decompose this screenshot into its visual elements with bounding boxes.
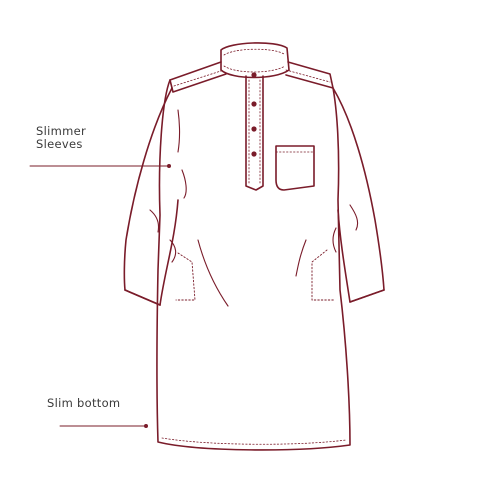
sleeve-leader-dot	[167, 164, 171, 168]
hem-stitch	[162, 438, 346, 444]
body-outline	[157, 80, 350, 450]
annotation-bottom-text: Slim bottom	[47, 397, 120, 410]
chest-pocket	[276, 146, 314, 190]
button-2	[251, 126, 256, 131]
left-sleeve	[124, 88, 178, 305]
leader-lines	[30, 166, 169, 426]
placket	[246, 76, 263, 190]
left-side-pocket	[176, 253, 195, 300]
buttons	[251, 72, 256, 156]
right-cuff	[350, 290, 384, 302]
bottom-leader-dot	[144, 424, 148, 428]
left-shoulder-yoke	[170, 62, 226, 92]
annotation-sleeves-line2: Sleeves	[36, 138, 86, 151]
collar-button	[251, 72, 256, 77]
right-side-pocket	[312, 250, 334, 300]
button-3	[251, 151, 256, 156]
annotation-slimmer-sleeves: Slimmer Sleeves	[36, 125, 86, 151]
wrinkles	[150, 110, 358, 306]
right-shoulder-yoke	[286, 62, 333, 88]
annotation-slim-bottom: Slim bottom	[47, 397, 120, 410]
right-sleeve	[333, 88, 384, 302]
left-cuff	[125, 290, 160, 305]
collar-stitch	[224, 49, 285, 72]
button-1	[251, 101, 256, 106]
